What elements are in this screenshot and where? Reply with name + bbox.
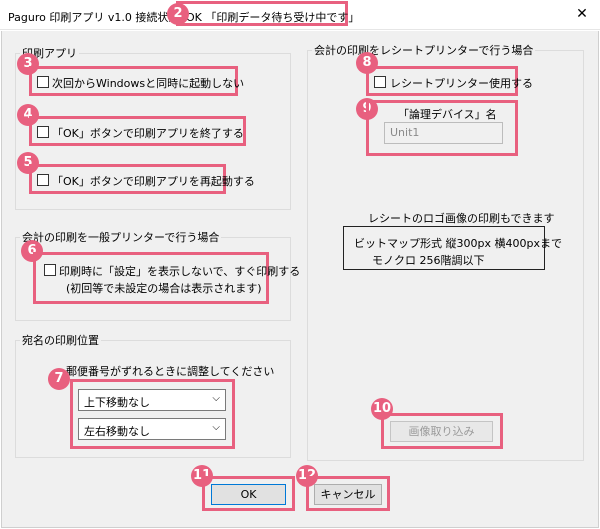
label-restart-on-ok: 「OK」ボタンで印刷アプリを再起動する [52, 175, 255, 188]
close-icon[interactable]: ✕ [576, 6, 588, 22]
badge-2: 2 [167, 3, 189, 25]
label-no-autostart: 次回からWindowsと同時に起動しない [52, 77, 245, 90]
highlight-3 [29, 66, 238, 96]
logical-device-label: 「論理デバイス」名 [398, 108, 497, 121]
group-receipt-printer-label: 会計の印刷をレシートプリンターで行う場合 [312, 42, 536, 58]
logo-spec-line1: ビットマップ形式 縦300px 横400pxまで [354, 237, 562, 250]
connection-status: OK 「印刷データ待ち受け中です」 [186, 11, 360, 24]
checkbox-print-direct[interactable] [44, 264, 56, 276]
horizontal-shift-select[interactable]: 左右移動なし ⌵ [78, 418, 226, 440]
logo-spec-line2: モノクロ 256階調以下 [372, 254, 485, 267]
cancel-button[interactable]: キャンセル [314, 484, 382, 505]
checkbox-exit-on-ok[interactable] [37, 126, 49, 138]
label-print-direct-note: (初回等で未設定の場合は表示されます) [66, 282, 262, 295]
checkbox-no-autostart[interactable] [37, 76, 49, 88]
highlight-4 [29, 116, 246, 146]
chevron-down-icon: ⌵ [212, 393, 220, 404]
title-bar: Paguro 印刷アプリ v1.0 接続状態： OK 「印刷データ待ち受け中です… [0, 0, 600, 30]
logical-device-value: Unit1 [390, 126, 420, 139]
checkbox-restart-on-ok[interactable] [37, 174, 49, 186]
highlight-6 [33, 252, 269, 304]
logical-device-input[interactable]: Unit1 [384, 122, 503, 144]
highlight-8 [366, 66, 518, 96]
horizontal-shift-value: 左右移動なし [84, 425, 150, 438]
chevron-down-icon: ⌵ [212, 422, 220, 433]
group-print-app [15, 53, 291, 210]
window-title: Paguro 印刷アプリ v1.0 接続状態： [8, 11, 191, 24]
dialog-body [1, 31, 599, 528]
highlight-10 [381, 413, 503, 449]
highlight-11 [202, 476, 295, 511]
highlight-7 [70, 379, 235, 449]
checkbox-use-receipt-printer[interactable] [374, 76, 386, 88]
vertical-shift-select[interactable]: 上下移動なし ⌵ [78, 389, 226, 411]
group-general-printer-label: 会計の印刷を一般プリンターで行う場合 [20, 229, 222, 245]
vertical-shift-value: 上下移動なし [84, 396, 150, 409]
highlight-12 [306, 476, 390, 511]
group-address-position-label: 宛名の印刷位置 [20, 332, 101, 348]
badge-3: 3 [17, 53, 39, 75]
group-address-position [15, 340, 291, 458]
badge-5: 5 [17, 152, 39, 174]
import-image-button[interactable]: 画像取り込み [390, 421, 493, 442]
highlight-9 [366, 100, 518, 156]
badge-7: 7 [48, 368, 70, 390]
logo-spec-box: ビットマップ形式 縦300px 横400pxまで モノクロ 256階調以下 [343, 226, 562, 270]
label-exit-on-ok: 「OK」ボタンで印刷アプリを終了する [52, 127, 244, 140]
badge-6: 6 [21, 240, 43, 262]
logo-note: レシートのロゴ画像の印刷もできます [368, 212, 555, 225]
label-use-receipt-printer: レシートプリンター使用する [390, 77, 533, 90]
badge-4: 4 [17, 104, 39, 126]
address-hint: 郵便番号がずれるときに調整してください [66, 365, 275, 378]
ok-button[interactable]: OK [211, 484, 286, 505]
highlight-5 [29, 164, 226, 194]
label-print-direct: 印刷時に「設定」を表示しないで、すぐ印刷する [59, 265, 301, 278]
